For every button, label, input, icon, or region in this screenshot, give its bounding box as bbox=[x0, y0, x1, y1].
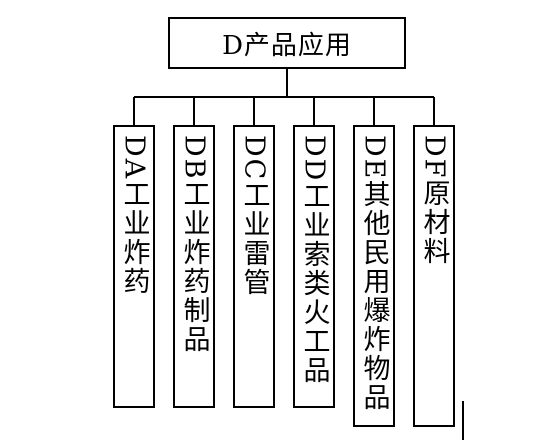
child-node-db: DB工业炸药制品 bbox=[173, 125, 215, 408]
child-node-db-label: DB工业炸药制品 bbox=[178, 135, 210, 355]
child-node-df-label: DF原材料 bbox=[418, 135, 450, 267]
root-node: D产品应用 bbox=[168, 17, 406, 69]
child-node-dd-label: DD工业索类火工品 bbox=[298, 135, 330, 386]
child-node-df: DF原材料 bbox=[413, 125, 455, 427]
child-node-de-label: DE其他民用爆炸物品 bbox=[358, 135, 390, 413]
child-node-da-label: DA工业炸药 bbox=[118, 135, 150, 297]
child-node-dc-label: DC工业雷管 bbox=[238, 135, 270, 298]
child-node-da: DA工业炸药 bbox=[113, 125, 155, 408]
child-node-de: DE其他民用爆炸物品 bbox=[353, 125, 395, 427]
child-node-dc: DC工业雷管 bbox=[233, 125, 275, 408]
child-node-dd: DD工业索类火工品 bbox=[293, 125, 335, 408]
root-node-label: D产品应用 bbox=[222, 30, 352, 61]
